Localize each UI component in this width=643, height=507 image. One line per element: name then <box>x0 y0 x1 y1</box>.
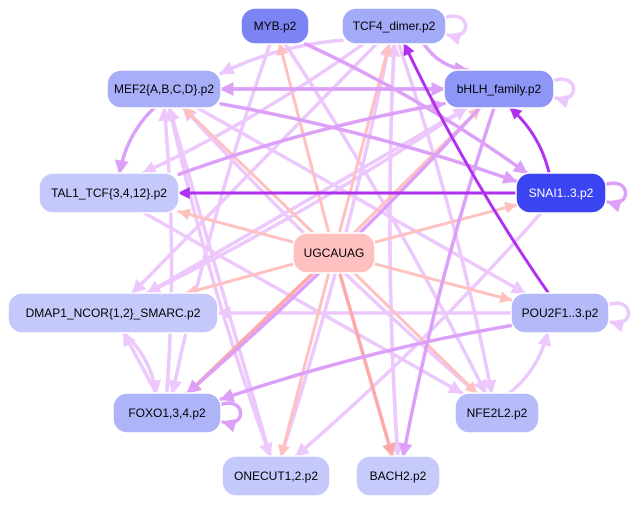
node-label: SNAI1..3.p2 <box>529 186 594 200</box>
edge-foxo-to-mef2 <box>158 106 174 395</box>
node-pou[interactable]: POU2F1..3.p2 <box>510 292 610 334</box>
edge-myb-to-snai <box>304 42 529 175</box>
edge-ugc-to-dmap <box>185 262 295 296</box>
node-mef2[interactable]: MEF2{A,B,C,D}.p2 <box>106 69 222 109</box>
node-ugc[interactable]: UGCAUAG <box>292 232 376 274</box>
edge-pou-to-pou <box>605 301 631 333</box>
edge-foxo-to-foxo <box>217 401 243 433</box>
edge-ugc-to-nfe <box>352 271 479 395</box>
node-myb[interactable]: MYB.p2 <box>240 7 310 45</box>
node-box <box>112 392 222 434</box>
edge-mef2-to-snai <box>219 102 518 184</box>
edge-ugc-to-bach <box>337 271 396 458</box>
node-label: BACH2.p2 <box>370 469 427 483</box>
node-box <box>515 172 607 214</box>
node-box <box>454 392 540 434</box>
node-label: ONECUT1,2.p2 <box>234 469 318 483</box>
edge-dmap-to-bhlh <box>145 106 469 295</box>
node-box <box>240 7 310 45</box>
node-bach[interactable]: BACH2.p2 <box>355 455 441 497</box>
node-label: MEF2{A,B,C,D}.p2 <box>114 82 214 96</box>
node-tcf4[interactable]: TCF4_dimer.p2 <box>341 7 447 45</box>
edge-bach-to-tcf4 <box>386 42 401 458</box>
node-snai[interactable]: SNAI1..3.p2 <box>515 172 607 214</box>
node-nfe[interactable]: NFE2L2.p2 <box>454 392 540 434</box>
edge-ugc-to-tcf4 <box>337 42 393 235</box>
node-label: MYB.p2 <box>254 19 297 33</box>
node-box <box>510 292 610 334</box>
node-label: POU2F1..3.p2 <box>522 306 599 320</box>
edge-ugc-to-myb <box>276 42 331 235</box>
node-box <box>38 172 180 214</box>
edge-one-to-mef2 <box>166 106 272 458</box>
edge-pou-to-tcf4 <box>402 42 550 295</box>
node-box <box>292 232 376 274</box>
node-label: bHLH_family.p2 <box>457 82 542 96</box>
node-label: TCF4_dimer.p2 <box>353 19 436 33</box>
node-box <box>443 69 555 109</box>
edge-foxo-to-dmap <box>122 331 158 395</box>
edge-bhlh-to-bach <box>398 106 496 458</box>
node-box <box>221 455 331 497</box>
node-box <box>106 69 222 109</box>
edge-tcf4-to-dmap <box>130 42 379 295</box>
node-label: DMAP1_NCOR{1,2}_SMARC.p2 <box>26 306 201 320</box>
node-label: UGCAUAG <box>304 246 365 260</box>
node-box <box>7 292 219 334</box>
edge-snai-to-snai <box>602 181 628 213</box>
node-box <box>341 7 447 45</box>
edge-bhlh-to-bhlh <box>550 77 576 109</box>
edge-tal1-to-bhlh <box>177 98 446 177</box>
node-one[interactable]: ONECUT1,2.p2 <box>221 455 331 497</box>
node-bhlh[interactable]: bHLH_family.p2 <box>443 69 555 109</box>
edge-ugc-to-mef2 <box>182 106 315 235</box>
node-tal1[interactable]: TAL1_TCF{3,4,12}.p2 <box>38 172 180 214</box>
edge-ugc-to-snai <box>373 201 518 244</box>
node-foxo[interactable]: FOXO1,3,4.p2 <box>112 392 222 434</box>
node-box <box>355 455 441 497</box>
edge-pou-to-foxo <box>219 323 513 402</box>
edge-mef2-to-one <box>167 106 273 458</box>
edge-ugc-to-tal1 <box>177 208 295 244</box>
edge-tcf4-to-tcf4 <box>442 14 468 46</box>
node-label: NFE2L2.p2 <box>467 406 528 420</box>
edge-tcf4-to-tal1 <box>141 42 366 175</box>
node-label: TAL1_TCF{3,4,12}.p2 <box>51 186 167 200</box>
edge-ugc-to-one <box>278 271 331 458</box>
node-label: FOXO1,3,4.p2 <box>128 406 206 420</box>
edge-tcf4-to-bhlh <box>422 42 470 76</box>
edge-snai-to-bhlh <box>508 106 551 175</box>
edge-mef2-to-tal1 <box>114 106 156 175</box>
edge-nfe-to-pou <box>507 331 552 395</box>
edge-tal1-to-nfe <box>142 211 464 395</box>
node-dmap[interactable]: DMAP1_NCOR{1,2}_SMARC.p2 <box>7 292 219 334</box>
edge-bhlh-to-dmap <box>145 106 469 295</box>
